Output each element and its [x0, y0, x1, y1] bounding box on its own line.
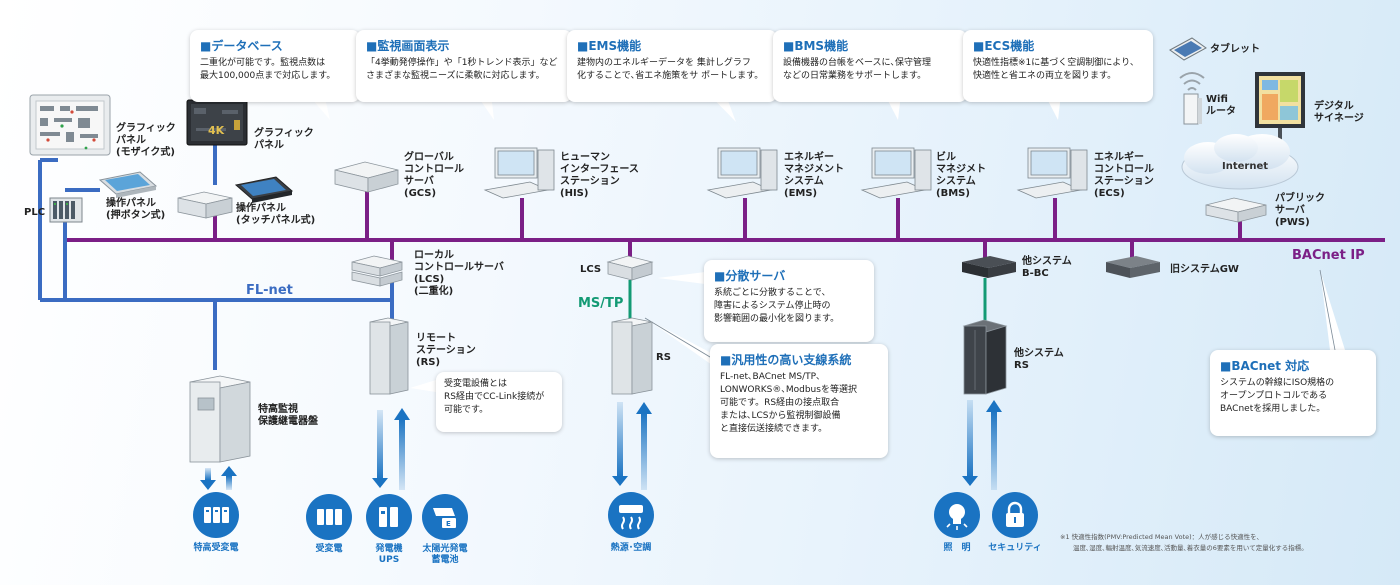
- callout-branch-title: ■汎用性の高い支線系統: [720, 353, 852, 367]
- signage-icon: [1255, 72, 1305, 150]
- callout-monitor-title: ■監視画面表示: [366, 39, 450, 53]
- other-rs-label: 他システム RS: [1014, 348, 1064, 371]
- tablet-label: タブレット: [1210, 44, 1260, 55]
- bacnet-ip-line: [65, 190, 1385, 262]
- dark-gateways: [962, 256, 1160, 278]
- gcs-label: グローバル コントロール サーバ (GCS): [404, 152, 464, 199]
- remote-station-label: リモート ステーション (RS): [416, 333, 476, 368]
- generator-ups-icon: [366, 494, 412, 540]
- endpoint-label-heat-source: 熱源･空調: [610, 543, 652, 553]
- screen-4k-text: 4K: [208, 124, 225, 137]
- callout-substation-note: 受変電設備とは RS経由でCC-Link接続が 可能です。: [436, 372, 562, 432]
- lighting-icon: [934, 492, 980, 538]
- endpoint-label-solar: 太陽光発電 蓄電池: [422, 544, 468, 565]
- button-panel-label: 操作パネル (押ボタン式): [106, 198, 166, 221]
- wifi-signal-icon: [1179, 72, 1205, 91]
- protection-panel-label: 特高監視 保護継電器盤: [258, 404, 318, 427]
- special-substation-icon: [193, 492, 239, 538]
- callout-bms-title: ■BMS機能: [783, 39, 849, 53]
- substation-icon: [306, 494, 352, 540]
- old-gateway-label: 旧システムGW: [1170, 264, 1239, 275]
- endpoint-label-generator: 発電機 UPS: [375, 544, 403, 565]
- pc-workstations: [483, 147, 1088, 199]
- svg-text:E: E: [446, 520, 451, 528]
- callout-bms-body: 設備機器の台帳をベースに､保守管理 などの日常業務をサポートします。: [783, 58, 932, 81]
- endpoint-label-substation: 受変電: [315, 544, 343, 554]
- callout-bacnet-body: システムの幹線にISO規格の オープンプロトコルである BACnetを採用しまし…: [1220, 378, 1335, 414]
- solar-battery-icon: E: [422, 494, 468, 540]
- ecs-label: エネルギー コントロール ステーション (ECS): [1094, 152, 1154, 199]
- callout-substation-body: 受変電設備とは RS経由でCC-Link接続が 可能です。: [444, 379, 545, 415]
- lcs-duplicated-label: ローカル コントロールサーバ (LCS) (二重化): [414, 250, 504, 297]
- callout-ems: ■EMS機能 建物内のエネルギーデータを 集計しグラフ 化することで､省エネ施策…: [567, 30, 777, 102]
- callout-distributed-server: ■分散サーバ 系統ごとに分散することで､ 障害によるシステム停止時の 影響範囲の…: [704, 260, 874, 342]
- callout-distributed-body: 系統ごとに分散することで､ 障害によるシステム停止時の 影響範囲の最小化を図りま…: [714, 288, 840, 324]
- plc-icon: [49, 197, 83, 223]
- endpoint-label-lighting: 照 明: [943, 543, 971, 553]
- bacnet-ip-label: BACnet IP: [1292, 248, 1365, 263]
- callout-database-body: 二重化が可能です。監視点数は 最大100,000点まで対応します。: [200, 58, 336, 81]
- graphic-panel-label: グラフィック パネル: [254, 128, 314, 151]
- callout-branch-system: ■汎用性の高い支線系統 FL-net､BACnet MS/TP､ LONWORK…: [710, 344, 888, 458]
- tablet-icon: [1169, 37, 1207, 61]
- callout-ecs: ■ECS機能 快適性指標※1に基づく空調制御により､ 快適性と省エネの両立を図り…: [963, 30, 1153, 102]
- ms-tp-line: [628, 278, 987, 322]
- graphic-panel-4k-icon: [186, 99, 248, 146]
- plc-label: PLC: [24, 207, 46, 218]
- signage-label: デジタル サイネージ: [1314, 101, 1364, 124]
- his-label: ヒューマン インターフェース ステーション (HIS): [560, 152, 639, 199]
- callout-ems-title: ■EMS機能: [577, 39, 642, 53]
- internet-label: Internet: [1222, 161, 1269, 172]
- callout-bms: ■BMS機能 設備機器の台帳をベースに､保守管理 などの日常業務をサポートします…: [773, 30, 967, 102]
- footnote: ※1 快適性指数(PMV:Predicted Mean Vote)：人が感じる快…: [1060, 533, 1305, 552]
- endpoint-label-special-substation: 特高受変電: [193, 543, 239, 553]
- signal-arrows: [200, 400, 1002, 490]
- callout-branch-body: FL-net､BACnet MS/TP､ LONWORKS®､Modbusを等選…: [720, 372, 857, 434]
- callout-ecs-body: 快適性指標※1に基づく空調制御により､ 快適性と省エネの両立を図ります。: [973, 58, 1135, 81]
- bms-label: ビル マネジメト システム (BMS): [936, 152, 986, 199]
- graphic-panel-mosaic-icon: [29, 94, 111, 156]
- graphic-panel-mosaic-label: グラフィック パネル (モザイク式): [116, 123, 176, 158]
- callout-monitor: ■監視画面表示 「4挙動発停操作」や「1秒トレンド表示」など さまざまな監視ニー…: [356, 30, 572, 102]
- ms-tp-label: MS/TP: [578, 296, 624, 311]
- pws-label: パブリック サーバ (PWS): [1275, 193, 1325, 228]
- callout-database-title: ■データベース: [200, 39, 283, 53]
- callout-distributed-title: ■分散サーバ: [714, 269, 786, 283]
- other-bbc-label: 他システム B-BC: [1022, 256, 1072, 279]
- callout-database: ■データベース 二重化が可能です。監視点数は 最大100,000点まで対応します…: [190, 30, 360, 102]
- button-panel-icon: [98, 171, 158, 198]
- callout-bacnet: ■BACnet 対応 システムの幹線にISO規格の オープンプロトコルである B…: [1210, 350, 1376, 436]
- internet-cloud-icon: [1181, 134, 1299, 190]
- endpoint-label-security: セキュリティ: [988, 543, 1042, 553]
- lcs-distributed-label: LCS: [580, 264, 602, 275]
- fl-net-line: [38, 145, 394, 370]
- touch-panel-icon: [234, 176, 294, 203]
- cabinets: [189, 317, 1008, 463]
- heat-source-icon: [608, 492, 654, 538]
- callout-bacnet-title: ■BACnet 対応: [1220, 359, 1310, 373]
- callout-ecs-title: ■ECS機能: [973, 39, 1035, 53]
- security-lock-icon: [992, 492, 1038, 538]
- callout-monitor-body: 「4挙動発停操作」や「1秒トレンド表示」など さまざまな監視ニーズに柔軟に対応し…: [366, 58, 558, 81]
- callout-ems-body: 建物内のエネルギーデータを 集計しグラフ 化することで､省エネ施策をサ ポートし…: [577, 58, 764, 81]
- fl-net-label: FL-net: [246, 283, 293, 298]
- rs-label: RS: [656, 352, 671, 363]
- wifi-router-label: Wifi ルータ: [1206, 94, 1236, 117]
- ems-label: エネルギー マネジメント システム (EMS): [784, 152, 844, 199]
- wifi-router-icon: [1183, 93, 1202, 125]
- touch-panel-label: 操作パネル (タッチパネル式): [236, 203, 316, 226]
- server-boxes: [177, 161, 1267, 287]
